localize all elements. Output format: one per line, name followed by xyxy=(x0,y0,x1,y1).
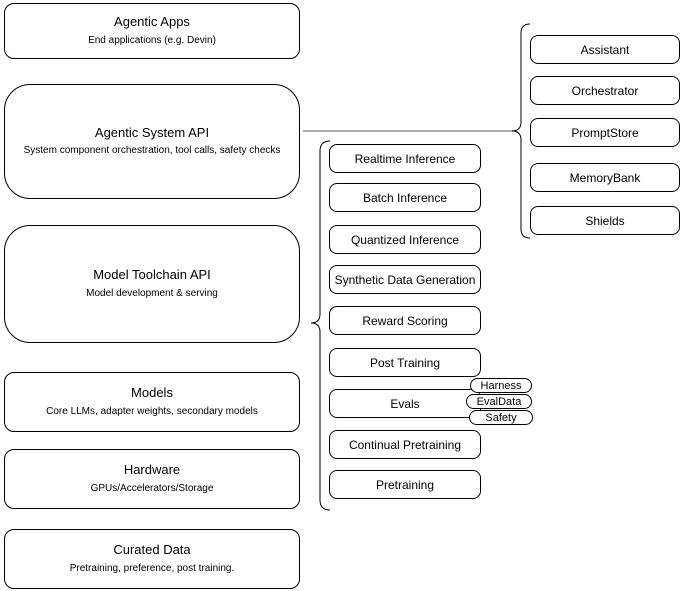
node-subtitle: Pretraining, preference, post training. xyxy=(69,562,235,574)
node-label: Safety xyxy=(485,411,517,424)
node-label: Evals xyxy=(390,396,420,411)
node-label: Realtime Inference xyxy=(354,151,456,166)
node-label: PromptStore xyxy=(571,125,639,140)
node-title: Curated Data xyxy=(113,542,191,558)
node-label: Orchestrator xyxy=(571,83,639,98)
node-hardware: Hardware GPUs/Accelerators/Storage xyxy=(4,449,300,509)
node-evals-harness: Harness xyxy=(470,378,532,393)
node-realtime-inference: Realtime Inference xyxy=(329,144,481,173)
node-model-toolchain-api: Model Toolchain API Model development & … xyxy=(4,225,300,343)
toolchain-items-brace xyxy=(310,140,331,511)
node-batch-inference: Batch Inference xyxy=(329,183,481,212)
node-quantized-inference: Quantized Inference xyxy=(329,225,481,254)
node-label: Harness xyxy=(480,379,522,392)
node-orchestrator: Orchestrator xyxy=(530,76,680,105)
node-label: Post Training xyxy=(369,355,441,370)
node-shields: Shields xyxy=(530,206,680,235)
node-evals: Evals xyxy=(329,389,481,418)
node-subtitle: Core LLMs, adapter weights, secondary mo… xyxy=(46,405,258,417)
node-subtitle: GPUs/Accelerators/Storage xyxy=(90,482,214,494)
node-subtitle: Model development & serving xyxy=(86,287,218,299)
node-label: Synthetic Data Generation xyxy=(334,272,476,287)
node-curated-data: Curated Data Pretraining, preference, po… xyxy=(4,529,300,589)
node-models: Models Core LLMs, adapter weights, secon… xyxy=(4,372,300,432)
node-label: EvalData xyxy=(476,395,522,408)
node-memorybank: MemoryBank xyxy=(530,163,680,192)
node-evals-evaldata: EvalData xyxy=(466,394,532,409)
node-label: Continual Pretraining xyxy=(348,437,462,452)
node-title: Hardware xyxy=(123,462,181,478)
node-label: Quantized Inference xyxy=(350,232,460,247)
node-synthetic-data-generation: Synthetic Data Generation xyxy=(329,265,481,294)
node-agentic-system-api: Agentic System API System component orch… xyxy=(4,84,300,199)
node-label: Batch Inference xyxy=(362,190,448,205)
node-label: Shields xyxy=(585,213,625,228)
node-promptstore: PromptStore xyxy=(530,118,680,147)
node-reward-scoring: Reward Scoring xyxy=(329,306,481,335)
node-label: Pretraining xyxy=(375,477,435,492)
node-subtitle: End applications (e.g. Devin) xyxy=(88,34,216,46)
node-evals-safety: Safety xyxy=(469,410,533,425)
node-continual-pretraining: Continual Pretraining xyxy=(329,430,481,459)
node-agentic-apps: Agentic Apps End applications (e.g. Devi… xyxy=(4,3,300,59)
node-assistant: Assistant xyxy=(530,35,680,64)
node-title: Model Toolchain API xyxy=(93,267,211,283)
node-label: MemoryBank xyxy=(569,170,641,185)
node-label: Reward Scoring xyxy=(362,313,448,328)
node-post-training: Post Training xyxy=(329,348,481,377)
node-title: Agentic System API xyxy=(94,124,210,140)
node-subtitle: System component orchestration, tool cal… xyxy=(23,145,281,157)
node-label: Assistant xyxy=(580,42,630,57)
node-title: Agentic Apps xyxy=(114,14,190,30)
node-title: Models xyxy=(131,385,173,401)
system-components-brace xyxy=(511,23,531,239)
node-pretraining: Pretraining xyxy=(329,470,481,499)
